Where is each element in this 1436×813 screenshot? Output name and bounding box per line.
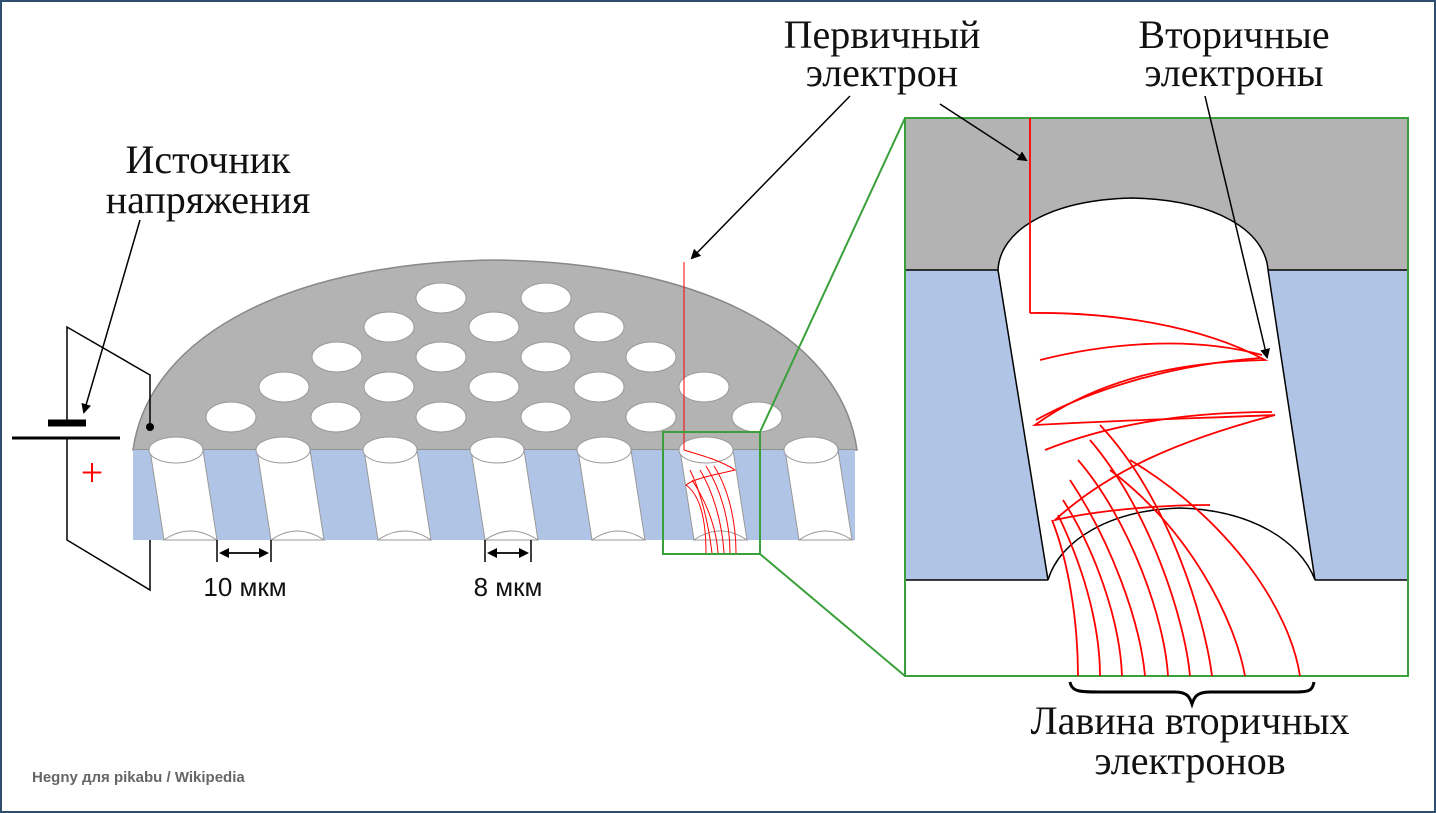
small-avalanche <box>683 262 737 554</box>
zoom-indicator <box>662 117 906 677</box>
avalanche-label-line2: электронов <box>1094 738 1285 783</box>
gem-foil <box>132 259 858 554</box>
credit-text: Hegny для pikabu / Wikipedia <box>32 769 245 786</box>
avalanche-label-line1: Лавина вторичных <box>1031 698 1350 743</box>
voltage-source-label-line2: напряжения <box>106 177 311 222</box>
voltage-source-label-line1: Источник <box>126 137 291 182</box>
dimension-markers <box>216 540 532 562</box>
secondary-electrons-label-line1: Вторичные <box>1138 12 1329 57</box>
dimension-label-10um: 10 мкм <box>203 572 286 602</box>
secondary-electrons-label-line2: электроны <box>1144 50 1323 95</box>
zoom-panel <box>904 117 1409 677</box>
primary-electron-label-line1: Первичный <box>784 12 981 57</box>
plus-sign: + <box>81 450 104 495</box>
pointer-arrows <box>690 95 1271 359</box>
voltage-source <box>12 219 154 592</box>
dimension-label-8um: 8 мкм <box>474 572 543 602</box>
electron-avalanche <box>1029 118 1301 677</box>
avalanche-brace <box>1068 681 1316 709</box>
primary-electron-label-line2: электрон <box>806 50 958 95</box>
